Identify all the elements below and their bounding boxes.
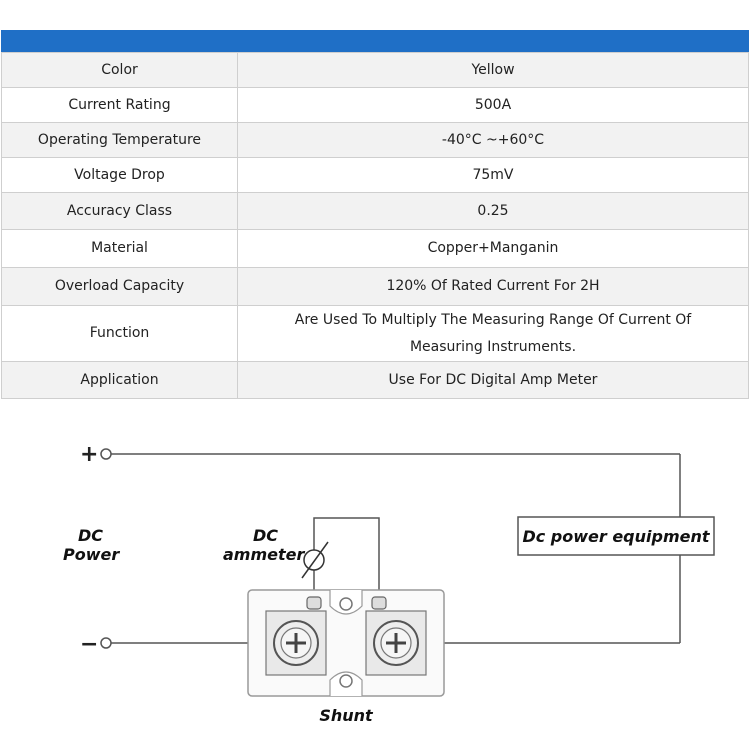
bolt-left-icon <box>273 620 319 666</box>
positive-terminal <box>100 448 112 460</box>
bolt-right-icon <box>373 620 419 666</box>
dc-power-equipment-box: Dc power equipment <box>517 516 715 556</box>
spec-value: 500A <box>237 87 749 123</box>
spec-row-application: Application Use For DC Digital Amp Meter <box>1 361 749 399</box>
sense-screw-left-icon <box>306 596 322 610</box>
spec-row-material: Material Copper+Manganin <box>1 229 749 268</box>
shunt-label: Shunt <box>319 706 374 725</box>
ammeter-label-line2: ammeter <box>223 545 305 564</box>
spec-row-voltage-drop: Voltage Drop 75mV <box>1 157 749 193</box>
spec-value: Use For DC Digital Amp Meter <box>237 361 749 399</box>
mount-hole-bottom-icon <box>339 674 353 688</box>
mount-hole-top-icon <box>339 597 353 611</box>
spec-value: Yellow <box>237 52 749 88</box>
ammeter-symbol <box>301 541 329 579</box>
shunt <box>247 589 445 697</box>
spec-value: 75mV <box>237 157 749 193</box>
spec-row-accuracy-class: Accuracy Class 0.25 <box>1 192 749 230</box>
spec-key: Material <box>1 229 238 268</box>
dc-power-label-line1: DC <box>78 526 103 545</box>
dc-power-label-line2: Power <box>63 545 120 564</box>
ammeter-label-line1: DC <box>253 526 278 545</box>
spec-key: Accuracy Class <box>1 192 238 230</box>
spec-row-current-rating: Current Rating 500A <box>1 87 749 123</box>
spec-key: Operating Temperature <box>1 122 238 158</box>
spec-key: Application <box>1 361 238 399</box>
plus-sign: + <box>80 442 98 467</box>
spec-row-function: Function Are Used To Multiply The Measur… <box>1 305 749 362</box>
spec-table: Color Yellow Current Rating 500A Operati… <box>1 52 749 399</box>
spec-key: Voltage Drop <box>1 157 238 193</box>
equipment-label: Dc power equipment <box>522 527 710 546</box>
negative-terminal <box>100 637 112 649</box>
spec-key: Overload Capacity <box>1 267 238 306</box>
sense-screw-right-icon <box>371 596 387 610</box>
spec-row-color: Color Yellow <box>1 52 749 88</box>
header-bar <box>1 30 749 52</box>
spec-value: Are Used To Multiply The Measuring Range… <box>237 305 749 362</box>
spec-value: 0.25 <box>237 192 749 230</box>
minus-sign: − <box>80 632 98 657</box>
spec-key: Current Rating <box>1 87 238 123</box>
